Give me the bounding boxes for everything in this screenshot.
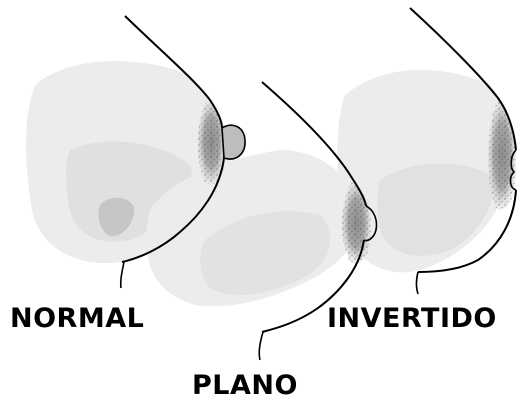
shading-invertido-inner <box>377 164 492 256</box>
shading-group <box>26 61 510 306</box>
fold-plano <box>259 332 263 360</box>
nipple-normal <box>222 125 245 159</box>
label-plano: PLANO <box>192 372 298 399</box>
label-normal: NORMAL <box>10 305 144 332</box>
fold-invertido <box>417 272 419 294</box>
label-invertido: INVERTIDO <box>327 305 497 332</box>
fold-normal <box>121 262 124 288</box>
